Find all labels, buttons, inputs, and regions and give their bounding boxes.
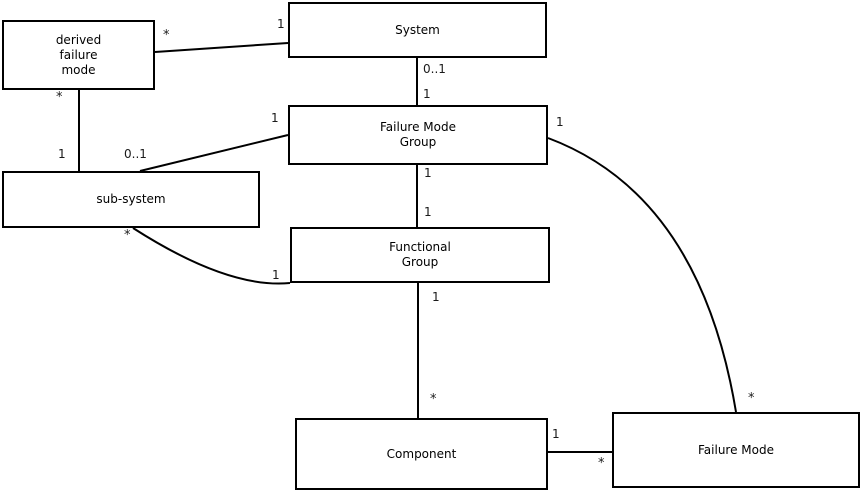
multiplicity-label-system--failure-mode-group-1: 1 [423, 87, 431, 101]
multiplicity-label-failure-mode-group--functional-group-1: 1 [424, 205, 432, 219]
class-box-sub-system[interactable]: sub-system [2, 171, 260, 228]
class-box-system[interactable]: System [288, 2, 547, 58]
multiplicity-label-failure-mode-group--failure-mode-1: * [748, 391, 755, 406]
multiplicity-label-derived-failure-mode--system-1: 1 [277, 17, 285, 31]
multiplicity-label-sub-system--functional-group-0: * [124, 228, 131, 243]
class-name-failure-mode: Failure Mode [698, 442, 774, 457]
class-box-failure-mode-group[interactable]: Failure Mode Group [288, 105, 548, 165]
class-name-failure-mode-group: Failure Mode Group [380, 120, 456, 149]
association-derived-failure-mode--system [154, 42, 289, 53]
multiplicity-label-derived-failure-mode--sub-system-1: 1 [58, 147, 66, 161]
multiplicity-label-failure-mode-group--failure-mode-0: 1 [556, 115, 564, 129]
multiplicity-label-derived-failure-mode--system-0: * [163, 28, 170, 43]
class-name-sub-system: sub-system [96, 192, 166, 206]
multiplicity-label-functional-group--component-1: * [430, 392, 437, 407]
class-name-component: Component [386, 446, 457, 461]
multiplicity-label-failure-mode-group--functional-group-0: 1 [424, 166, 432, 180]
class-box-failure-mode[interactable]: Failure Mode [612, 412, 860, 488]
multiplicity-label-component--failure-mode-0: 1 [552, 427, 560, 441]
class-box-component[interactable]: Component [295, 418, 548, 490]
multiplicity-label-component--failure-mode-1: * [598, 456, 605, 471]
multiplicity-label-sub-system--failure-mode-group-1: 1 [271, 111, 279, 125]
association-failure-mode-group--failure-mode [547, 137, 737, 413]
multiplicity-label-sub-system--failure-mode-group-0: 0..1 [124, 147, 147, 161]
class-name-functional-group: Functional Group [389, 240, 451, 269]
multiplicity-label-functional-group--component-0: 1 [432, 290, 440, 304]
multiplicity-label-derived-failure-mode--sub-system-0: * [56, 90, 63, 105]
multiplicity-label-sub-system--functional-group-1: 1 [272, 268, 280, 282]
association-sub-system--functional-group [132, 227, 291, 285]
multiplicity-label-system--failure-mode-group-0: 0..1 [423, 62, 446, 76]
class-box-functional-group[interactable]: Functional Group [290, 227, 550, 283]
association-sub-system--failure-mode-group [139, 134, 289, 172]
class-box-derived-failure-mode[interactable]: derived failure mode [2, 20, 155, 90]
class-name-derived-failure-mode: derived failure mode [55, 32, 102, 77]
class-name-system: System [395, 22, 440, 37]
